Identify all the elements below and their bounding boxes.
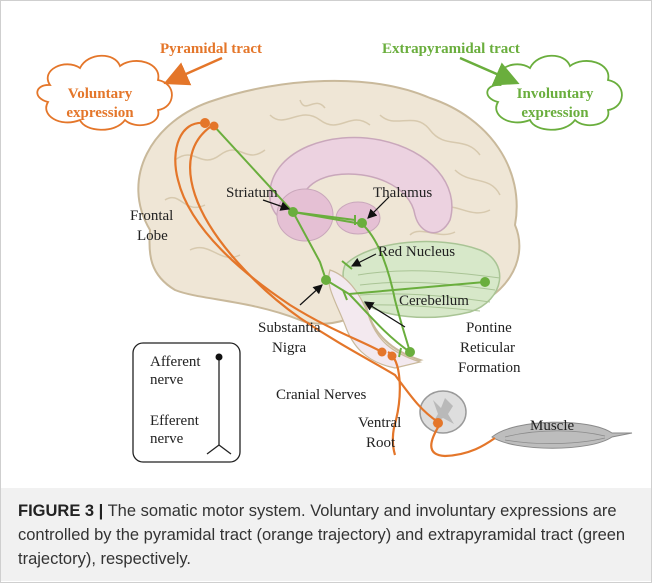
spinal-grey-matter — [432, 398, 454, 424]
pyramidal-paths — [174, 121, 439, 456]
caption-label: FIGURE 3 | — [18, 502, 104, 520]
ventral-root-path — [430, 423, 496, 458]
legend-afferent-line1: Afferent — [150, 354, 201, 370]
extrapyramidal-terminals — [341, 215, 402, 358]
muscle-shape — [491, 421, 633, 449]
legend: Afferent nerve Efferent nerve — [132, 342, 241, 463]
pontine-label-line2: Reticular — [460, 340, 515, 356]
brain-gyri — [164, 99, 501, 258]
pyramidal-arrow — [163, 56, 223, 86]
pyramidal-nodes — [200, 118, 443, 428]
extrapyramidal-nodes — [288, 207, 490, 357]
involuntary-label-line2: expression — [521, 105, 589, 121]
ventral-root-label-line2: Root — [366, 435, 396, 451]
pontine-label-line3: Formation — [458, 360, 521, 376]
frontal-lobe-label-line1: Frontal — [130, 208, 173, 224]
frontal-lobe-label-line2: Lobe — [137, 228, 168, 244]
pontine-label-line1: Pontine — [466, 320, 512, 336]
red-nucleus-label: Red Nucleus — [378, 244, 455, 260]
ventral-root-label-line1: Ventral — [358, 415, 401, 431]
motor-system-diagram: Afferent nerve Efferent nerve Pyramidal … — [36, 41, 633, 463]
caption-body: The somatic motor system. Voluntary and … — [18, 502, 626, 568]
legend-efferent-line1: Efferent — [150, 413, 200, 429]
extrapyramidal-paths — [212, 124, 486, 353]
cranial-nerves-label: Cranial Nerves — [276, 387, 367, 403]
voluntary-label-line2: expression — [66, 105, 134, 121]
pyramidal-tract-label: Pyramidal tract — [160, 41, 262, 57]
cerebellum-label: Cerebellum — [399, 293, 469, 309]
label-pointers — [262, 196, 406, 328]
voluntary-label-line1: Voluntary — [68, 86, 133, 102]
thalamus-label: Thalamus — [373, 185, 432, 201]
striatum-label: Striatum — [226, 185, 278, 201]
caption-band — [1, 488, 651, 581]
muscle-label: Muscle — [530, 418, 575, 434]
figure-caption: FIGURE 3 | The somatic motor system. Vol… — [18, 499, 638, 571]
involuntary-label-line1: Involuntary — [517, 86, 594, 102]
substantia-nigra-label-line2: Nigra — [272, 340, 306, 356]
legend-efferent-line2: nerve — [150, 431, 184, 447]
substantia-nigra-label-line1: Substantia — [258, 320, 321, 336]
extrapyramidal-tract-label: Extrapyramidal tract — [382, 41, 520, 57]
involuntary-cloud — [486, 54, 623, 131]
voluntary-cloud — [36, 54, 173, 131]
extrapyramidal-arrow — [459, 56, 520, 86]
legend-afferent-line2: nerve — [150, 372, 184, 388]
